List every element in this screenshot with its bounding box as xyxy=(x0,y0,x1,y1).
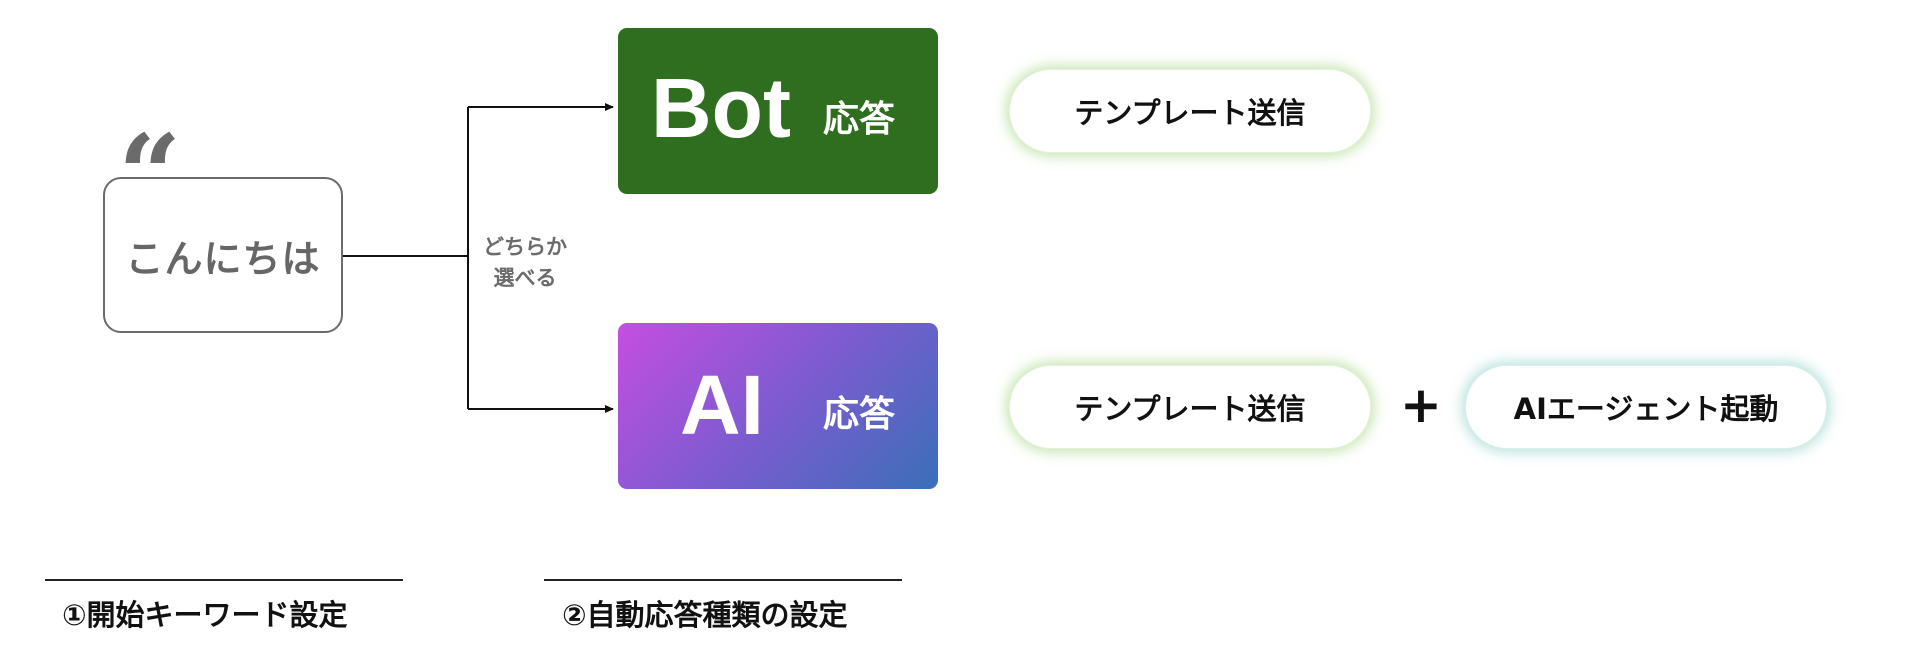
bot-response-title: Bot xyxy=(651,61,791,155)
bot-response-subtitle: 応答 xyxy=(823,99,896,140)
ai-template-send-pill: テンプレート送信 xyxy=(1009,365,1371,449)
ai-response-title: AI xyxy=(680,358,764,452)
ai-response-box: AI 応答 xyxy=(618,323,938,489)
start-keyword-text: こんにちは xyxy=(125,236,321,281)
bot-response-box: Bot 応答 xyxy=(618,28,938,194)
plus-icon: + xyxy=(1400,376,1442,434)
choice-label-line-1: どちらか xyxy=(483,235,567,259)
choice-label-line-2: 選べる xyxy=(493,266,557,290)
step-1-divider xyxy=(45,579,403,581)
step-2-divider xyxy=(544,579,902,581)
bot-template-send-pill: テンプレート送信 xyxy=(1009,69,1371,153)
ai-response-subtitle: 応答 xyxy=(823,394,896,435)
start-keyword-box: こんにちは xyxy=(103,177,343,333)
quote-icon: “ xyxy=(118,110,182,239)
step-1-caption: ①開始キーワード設定 xyxy=(62,598,348,632)
choice-label: どちらか 選べる xyxy=(470,232,580,294)
ai-agent-launch-pill: AIエージェント起動 xyxy=(1465,365,1827,449)
step-2-caption: ②自動応答種類の設定 xyxy=(562,598,848,632)
